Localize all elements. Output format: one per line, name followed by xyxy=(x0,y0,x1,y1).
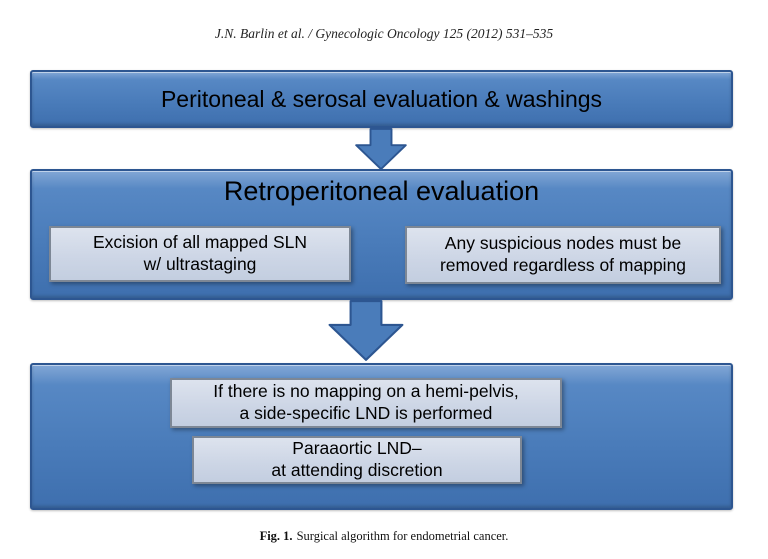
figure-caption: Fig. 1.Surgical algorithm for endometria… xyxy=(0,529,768,544)
flow-box-lnd: If there is no mapping on a hemi-pelvis,… xyxy=(30,363,733,510)
caption-text: Surgical algorithm for endometrial cance… xyxy=(296,529,509,543)
flow-box-peritoneal-label: Peritoneal & serosal evaluation & washin… xyxy=(160,85,603,112)
caption-label: Fig. 1. xyxy=(259,529,293,543)
down-arrow-icon xyxy=(355,128,407,170)
retroperitoneal-title: Retroperitoneal evaluation xyxy=(223,176,540,206)
flow-box-retroperitoneal-evaluation: Retroperitoneal evaluation Excision of a… xyxy=(30,169,733,300)
journal-header: J.N. Barlin et al. / Gynecologic Oncolog… xyxy=(214,26,554,41)
sub-box-sln-excision: Excision of all mapped SLN w/ ultrastagi… xyxy=(49,226,351,282)
flow-box-peritoneal-evaluation: Peritoneal & serosal evaluation & washin… xyxy=(30,70,733,128)
sub-box-paraaortic-lnd: Paraaortic LND– at attending discretion xyxy=(192,436,522,484)
sub-box-suspicious-nodes: Any suspicious nodes must be removed reg… xyxy=(405,226,721,284)
down-arrow-icon xyxy=(328,300,404,361)
sub-box-side-specific-lnd: If there is no mapping on a hemi-pelvis,… xyxy=(170,378,562,428)
